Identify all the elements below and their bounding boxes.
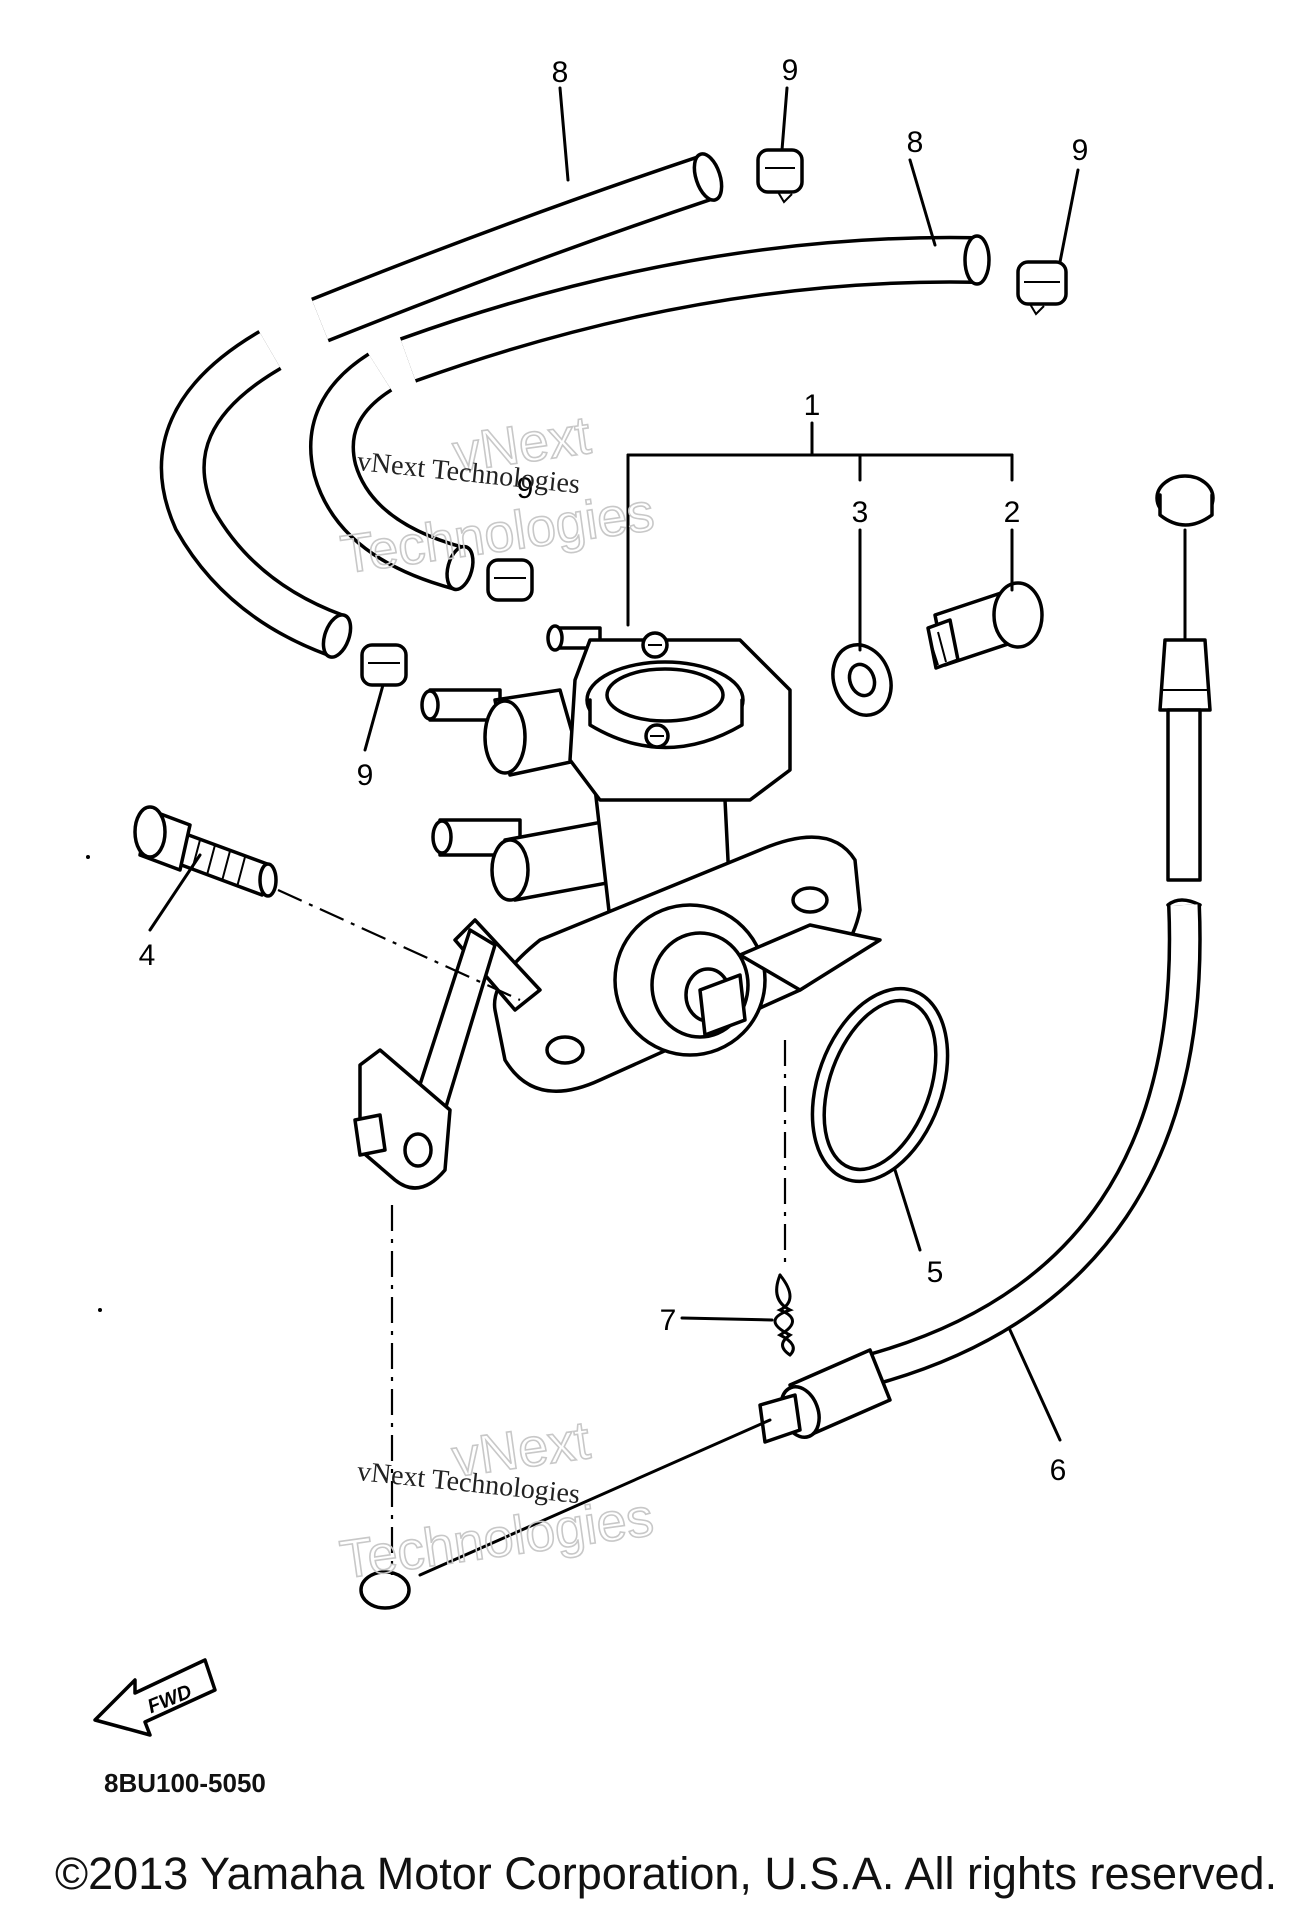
choke-cable: [359, 474, 1215, 1610]
callout-9-top: 9: [782, 54, 799, 87]
retaining-clip: [773, 1273, 795, 1357]
lever-bolt: [133, 805, 278, 898]
assembly-lines: [277, 888, 787, 1575]
fuel-cock-assembly: [420, 624, 882, 1093]
callout-numbers: 8 9 8 9 1 3 2 9 9 4 5 7 6: [139, 54, 1089, 1487]
diagram-code: 8BU100-5050: [104, 1768, 266, 1798]
callout-2: 2: [1004, 496, 1021, 529]
callout-8-upper: 8: [552, 56, 569, 89]
callout-3: 3: [852, 496, 869, 529]
callout-9-right: 9: [1072, 134, 1089, 167]
copyright-notice: ©2013 Yamaha Motor Corporation, U.S.A. A…: [55, 1848, 1278, 1899]
leader-lines: [148, 86, 1080, 1442]
hose-left-bend: [159, 330, 353, 659]
hose-lower: [399, 234, 991, 383]
scan-speck: [86, 855, 90, 859]
watermark-upper: vNext Technologies: [336, 404, 658, 586]
scan-speck: [98, 1308, 102, 1312]
clamp-middle: [486, 558, 534, 602]
clamp-right: [1016, 260, 1068, 316]
callout-9-middle: 9: [517, 472, 534, 505]
callout-6: 6: [1050, 1454, 1067, 1487]
washer: [831, 643, 893, 717]
o-ring: [810, 986, 950, 1184]
hose-upper: [311, 152, 724, 343]
fuel-cock-lever: [353, 918, 542, 1190]
watermark-technologies-outline-lower: Technologies: [336, 1487, 657, 1590]
callout-7: 7: [660, 1304, 677, 1337]
callout-8-lower: 8: [907, 126, 924, 159]
fwd-arrow-icon: FWD: [93, 1658, 217, 1737]
clamp-top: [756, 148, 804, 204]
hose-middle-bend: [309, 352, 475, 592]
callout-9-left: 9: [357, 759, 374, 792]
callout-5: 5: [927, 1256, 944, 1289]
callout-1: 1: [804, 389, 821, 422]
clamp-left: [360, 643, 408, 687]
callout-4: 4: [139, 939, 156, 972]
banjo-bolt: [926, 581, 1044, 670]
